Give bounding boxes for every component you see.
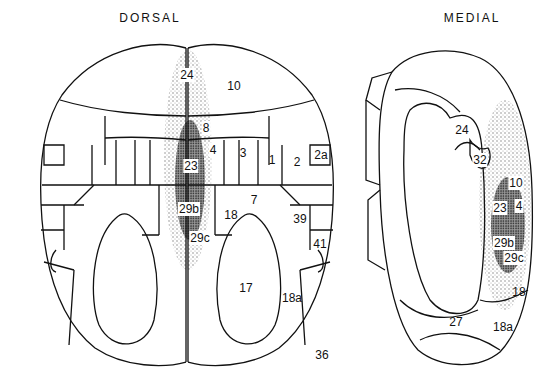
area-number: 32: [472, 153, 487, 167]
area-number: 4: [515, 199, 524, 213]
area-number: 23: [492, 201, 507, 215]
area-number: 18: [223, 208, 238, 222]
area-number: 3: [239, 146, 248, 160]
area-number: 10: [226, 79, 241, 93]
dorsal-outline: [41, 45, 334, 366]
area-number: 2a: [313, 148, 328, 162]
area-number: 18: [511, 285, 526, 299]
area-number: 8: [202, 121, 211, 135]
view-title: MEDIAL: [443, 11, 502, 25]
area-number: 29b: [493, 236, 515, 250]
area-number: 36: [314, 348, 329, 362]
area-number: 1: [268, 153, 277, 167]
view-title: DORSAL: [118, 11, 181, 25]
area-number: 29b: [178, 202, 200, 216]
area-number: 2: [293, 155, 302, 169]
area-number: 10: [508, 176, 523, 190]
area-number: 39: [292, 212, 307, 226]
area-number: 24: [179, 68, 194, 82]
area-number: 41: [312, 237, 327, 251]
area-number: 24: [454, 123, 469, 137]
area-number: 7: [250, 193, 259, 207]
medial-outline: [366, 51, 532, 365]
area-number: 18a: [281, 291, 303, 305]
area-number: 27: [448, 315, 463, 329]
label-stipple: [164, 50, 531, 310]
area-number: 17: [238, 281, 253, 295]
area-number: 18a: [492, 320, 514, 334]
area-number: 29c: [189, 231, 210, 245]
area-number: 23: [183, 159, 198, 173]
area-number: 4: [209, 143, 218, 157]
area-number: 29c: [503, 251, 524, 265]
